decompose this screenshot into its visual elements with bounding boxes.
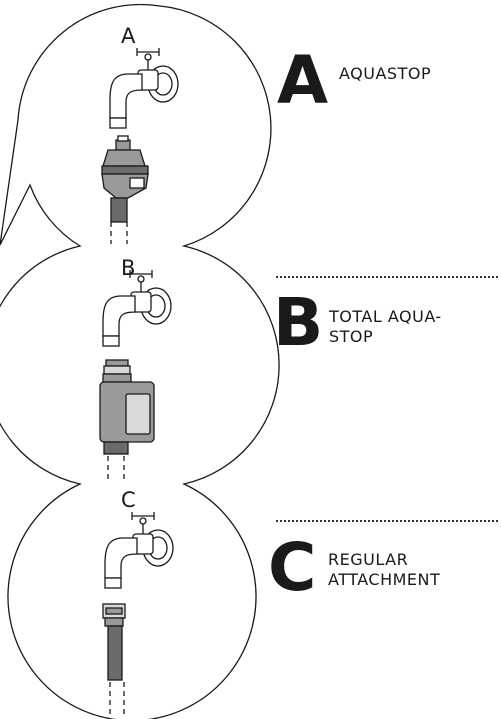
circle-letter-a: A: [121, 24, 136, 48]
option-b-label: TOTAL AQUA- STOP: [329, 307, 442, 346]
aquastop-valve-icon: [101, 135, 149, 223]
regular-hose-icon: [102, 603, 126, 681]
hose-dash-a: [110, 222, 128, 244]
circle-letter-b: B: [121, 256, 136, 280]
option-a-letter: A: [277, 42, 329, 119]
divider-2: [276, 520, 498, 522]
faucet-a-icon: [109, 48, 179, 129]
divider-1: [276, 276, 498, 278]
faucet-c-icon: [104, 512, 174, 589]
option-a-label: AQUASTOP: [339, 64, 432, 83]
hose-dash-c: [109, 682, 125, 714]
total-aquastop-valve-icon: [99, 359, 155, 455]
circle-letter-c: C: [121, 488, 136, 512]
bubble-outline: [0, 3, 280, 719]
faucet-b-icon: [102, 270, 172, 347]
option-b-letter: B: [273, 284, 324, 361]
hose-dash-b: [107, 456, 125, 482]
option-c-label: REGULAR ATTACHMENT: [328, 550, 441, 589]
option-c-letter: C: [268, 529, 317, 606]
